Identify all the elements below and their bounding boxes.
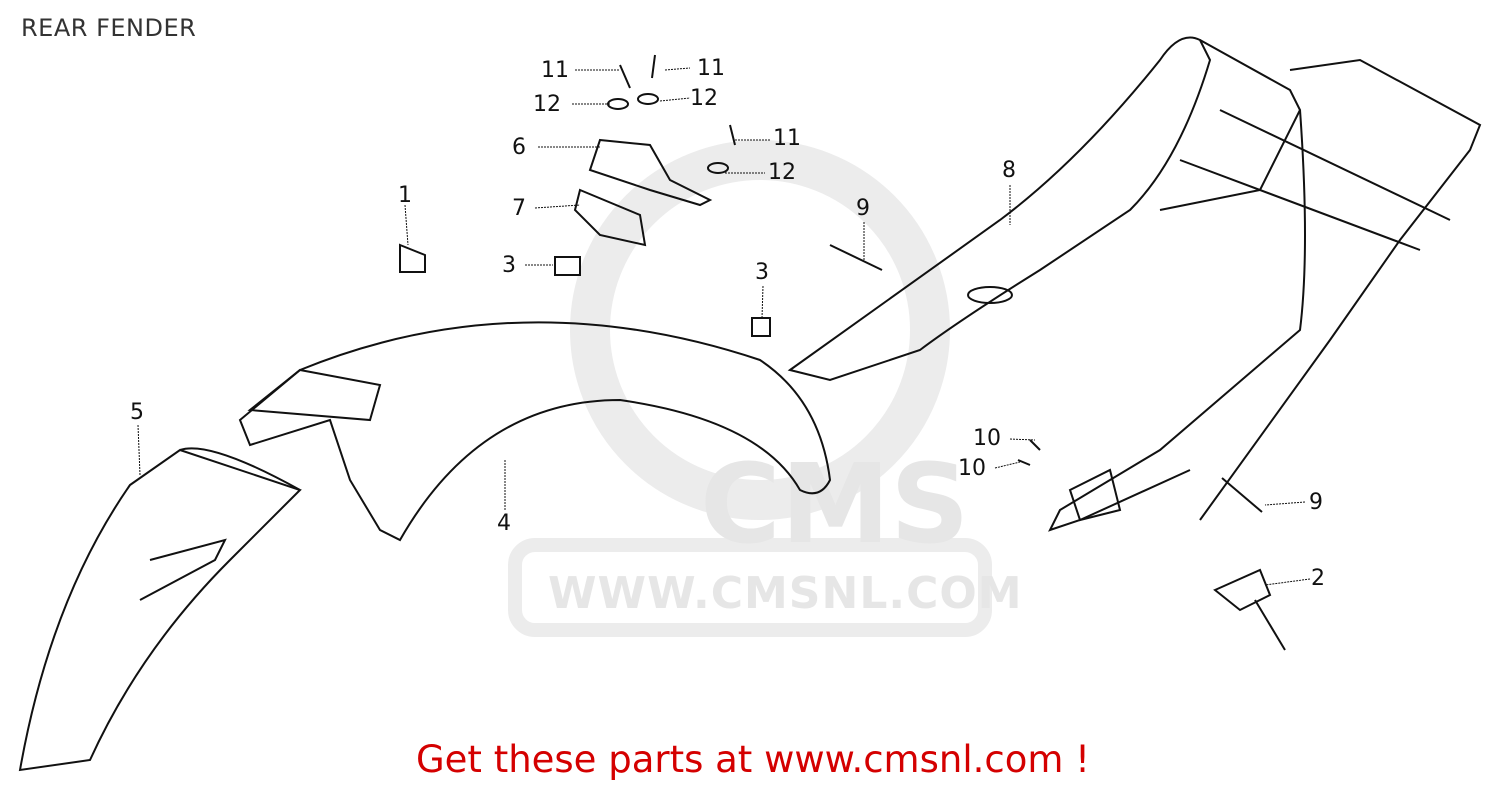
cushion-3a (554, 256, 581, 276)
callout-10: 10 (973, 426, 1001, 451)
footer-text[interactable]: Get these parts at www.cmsnl.com ! (415, 738, 1090, 781)
cushion-3b (751, 317, 771, 337)
callout-3: 3 (755, 260, 769, 285)
bolt-9a (829, 244, 883, 271)
callout-2: 2 (1311, 566, 1325, 591)
bracket-6 (588, 138, 713, 207)
rear-carrier-8 (787, 36, 1212, 382)
tail-bracket-2 (1213, 568, 1286, 651)
callout-11: 11 (697, 56, 725, 81)
callout-9: 9 (856, 196, 870, 221)
callout-4: 4 (497, 511, 511, 536)
callout-6: 6 (512, 135, 526, 160)
collar-7 (573, 188, 647, 247)
callout-1: 1 (398, 183, 412, 208)
footer-link[interactable]: Get these parts at www.cmsnl.com ! (0, 738, 1500, 781)
watermark-url-text: WWW.CMSNL.COM (548, 568, 1023, 619)
rear-fender-4 (238, 321, 832, 542)
clip-1 (399, 243, 426, 273)
callout-12: 12 (768, 160, 796, 185)
callout-8: 8 (1002, 158, 1016, 183)
rear-fender-5 (18, 448, 302, 772)
callout-3: 3 (502, 253, 516, 278)
callout-12: 12 (690, 86, 718, 111)
callout-7: 7 (512, 196, 526, 221)
callout-10: 10 (958, 456, 986, 481)
watermark-cms-text: CMS (700, 440, 970, 568)
callout-5: 5 (130, 400, 144, 425)
bolt-9b (1221, 477, 1263, 513)
callout-11: 11 (773, 126, 801, 151)
diagram-title: REAR FENDER (21, 14, 197, 42)
callout-11: 11 (541, 58, 569, 83)
callout-9: 9 (1309, 490, 1323, 515)
callout-12: 12 (533, 92, 561, 117)
